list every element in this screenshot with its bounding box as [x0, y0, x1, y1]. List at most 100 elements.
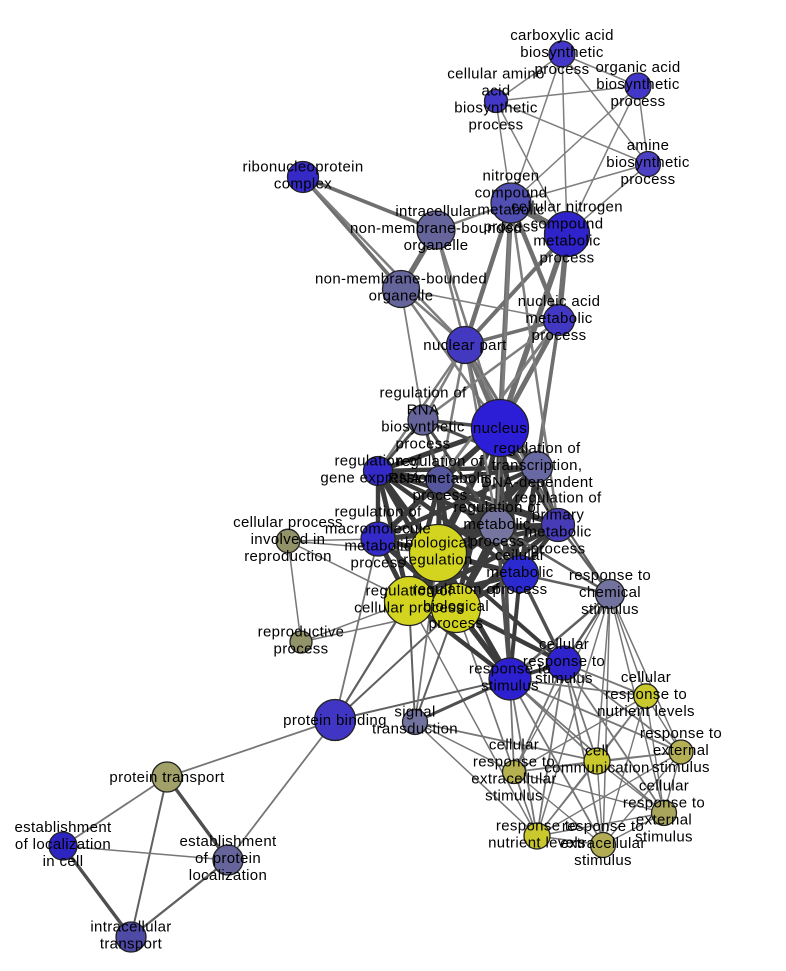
svg-text:organelle: organelle [404, 237, 469, 254]
svg-text:response to: response to [640, 725, 722, 742]
svg-text:transduction: transduction [372, 721, 458, 738]
svg-text:cellular: cellular [639, 778, 689, 795]
svg-text:communication: communication [544, 760, 649, 777]
svg-text:non-membrane-bounded: non-membrane-bounded [350, 220, 522, 237]
svg-text:cellular: cellular [621, 669, 671, 686]
svg-text:extracellular: extracellular [471, 771, 556, 788]
svg-text:ribonucleoprotein: ribonucleoprotein [242, 159, 363, 176]
svg-text:response to: response to [473, 754, 555, 771]
svg-text:cellular: cellular [539, 636, 589, 653]
svg-text:transport: transport [100, 936, 163, 953]
svg-text:regulation of: regulation of [334, 453, 422, 470]
svg-text:compound: compound [531, 216, 604, 233]
svg-text:compound: compound [475, 185, 548, 202]
svg-text:process: process [429, 615, 484, 632]
svg-text:stimulus: stimulus [635, 829, 693, 846]
svg-text:process: process [274, 641, 329, 658]
svg-text:nutrient levels: nutrient levels [597, 703, 695, 720]
svg-text:metabolic: metabolic [533, 233, 600, 250]
svg-text:metabolic: metabolic [486, 564, 553, 581]
svg-text:metabolic: metabolic [524, 524, 591, 541]
svg-text:cellular nitrogen: cellular nitrogen [511, 199, 623, 216]
svg-text:regulation of: regulation of [334, 504, 422, 521]
svg-text:biological: biological [405, 535, 471, 552]
svg-text:of localization: of localization [15, 836, 111, 853]
svg-text:primary: primary [532, 507, 585, 524]
svg-text:amine: amine [627, 137, 670, 154]
svg-text:process: process [535, 61, 590, 78]
svg-text:process: process [540, 250, 595, 267]
svg-text:extracellular: extracellular [560, 835, 645, 852]
svg-text:cellular amino: cellular amino [447, 66, 544, 83]
svg-text:regulation of: regulation of [453, 499, 541, 516]
svg-text:metabolic: metabolic [463, 516, 530, 533]
svg-text:protein transport: protein transport [109, 769, 225, 786]
svg-text:process: process [493, 581, 548, 598]
svg-text:process: process [470, 533, 525, 550]
svg-text:stimulus: stimulus [481, 678, 539, 695]
svg-text:biosynthetic: biosynthetic [454, 100, 538, 117]
svg-text:regulation of: regulation of [379, 385, 467, 402]
svg-text:response to: response to [562, 818, 644, 835]
svg-text:regulation of: regulation of [493, 440, 581, 457]
svg-text:biosynthetic: biosynthetic [596, 76, 680, 93]
svg-text:chemical: chemical [579, 584, 641, 601]
svg-text:process: process [532, 327, 587, 344]
svg-text:of protein: of protein [195, 850, 261, 867]
svg-text:reproduction: reproduction [244, 548, 332, 565]
svg-text:nitrogen: nitrogen [482, 168, 539, 185]
svg-text:cellular process: cellular process [354, 600, 464, 617]
svg-text:nutrient levels: nutrient levels [488, 835, 586, 852]
svg-text:process: process [469, 117, 524, 134]
svg-text:signal: signal [394, 704, 435, 721]
svg-text:carboxylic acid: carboxylic acid [510, 27, 614, 44]
svg-text:localization: localization [189, 867, 267, 884]
svg-text:metabolic: metabolic [344, 538, 411, 555]
svg-text:organelle: organelle [369, 288, 434, 305]
svg-text:regulation of: regulation of [412, 581, 500, 598]
svg-text:non-membrane-bounded: non-membrane-bounded [315, 271, 487, 288]
svg-text:process: process [531, 541, 586, 558]
svg-text:external: external [636, 812, 692, 829]
svg-text:establishment: establishment [14, 819, 112, 836]
svg-text:process: process [351, 555, 406, 572]
svg-text:cellular process: cellular process [233, 514, 343, 531]
svg-text:transcription,: transcription, [492, 457, 583, 474]
svg-text:involved in: involved in [251, 531, 326, 548]
svg-text:complex: complex [274, 176, 332, 193]
svg-text:process: process [484, 219, 539, 236]
svg-text:regulation of: regulation of [365, 583, 453, 600]
svg-text:process: process [611, 93, 666, 110]
svg-text:process: process [396, 436, 451, 453]
svg-text:macromolecule: macromolecule [325, 521, 431, 538]
svg-text:biosynthetic: biosynthetic [381, 419, 465, 436]
svg-text:nucleus: nucleus [473, 420, 527, 437]
svg-text:response to: response to [623, 795, 705, 812]
svg-text:metabolic: metabolic [525, 310, 592, 327]
svg-text:biosynthetic: biosynthetic [606, 154, 690, 171]
svg-text:DNA-dependent: DNA-dependent [481, 474, 594, 491]
svg-text:stimulus: stimulus [574, 852, 632, 869]
svg-text:regulation of: regulation of [396, 453, 484, 470]
svg-text:process: process [621, 171, 676, 188]
svg-text:biological: biological [423, 598, 489, 615]
svg-text:response to: response to [605, 686, 687, 703]
svg-text:in cell: in cell [43, 853, 84, 870]
svg-text:external: external [653, 742, 709, 759]
svg-text:response to: response to [469, 661, 551, 678]
svg-text:metabolic: metabolic [477, 202, 544, 219]
svg-text:response to: response to [496, 818, 578, 835]
svg-text:RNA metabolic: RNA metabolic [388, 470, 492, 487]
svg-text:response to: response to [523, 653, 605, 670]
svg-text:intracellular: intracellular [395, 203, 476, 220]
svg-text:gene expression: gene expression [320, 470, 435, 487]
svg-text:regulation: regulation [403, 552, 472, 569]
svg-text:stimulus: stimulus [581, 601, 639, 618]
svg-text:intracellular: intracellular [90, 919, 171, 936]
svg-text:process: process [413, 487, 468, 504]
svg-text:stimulus: stimulus [652, 759, 710, 776]
svg-text:biosynthetic: biosynthetic [520, 44, 604, 61]
svg-text:establishment: establishment [179, 833, 277, 850]
svg-text:nucleic acid: nucleic acid [518, 293, 601, 310]
svg-text:cellular: cellular [495, 547, 545, 564]
